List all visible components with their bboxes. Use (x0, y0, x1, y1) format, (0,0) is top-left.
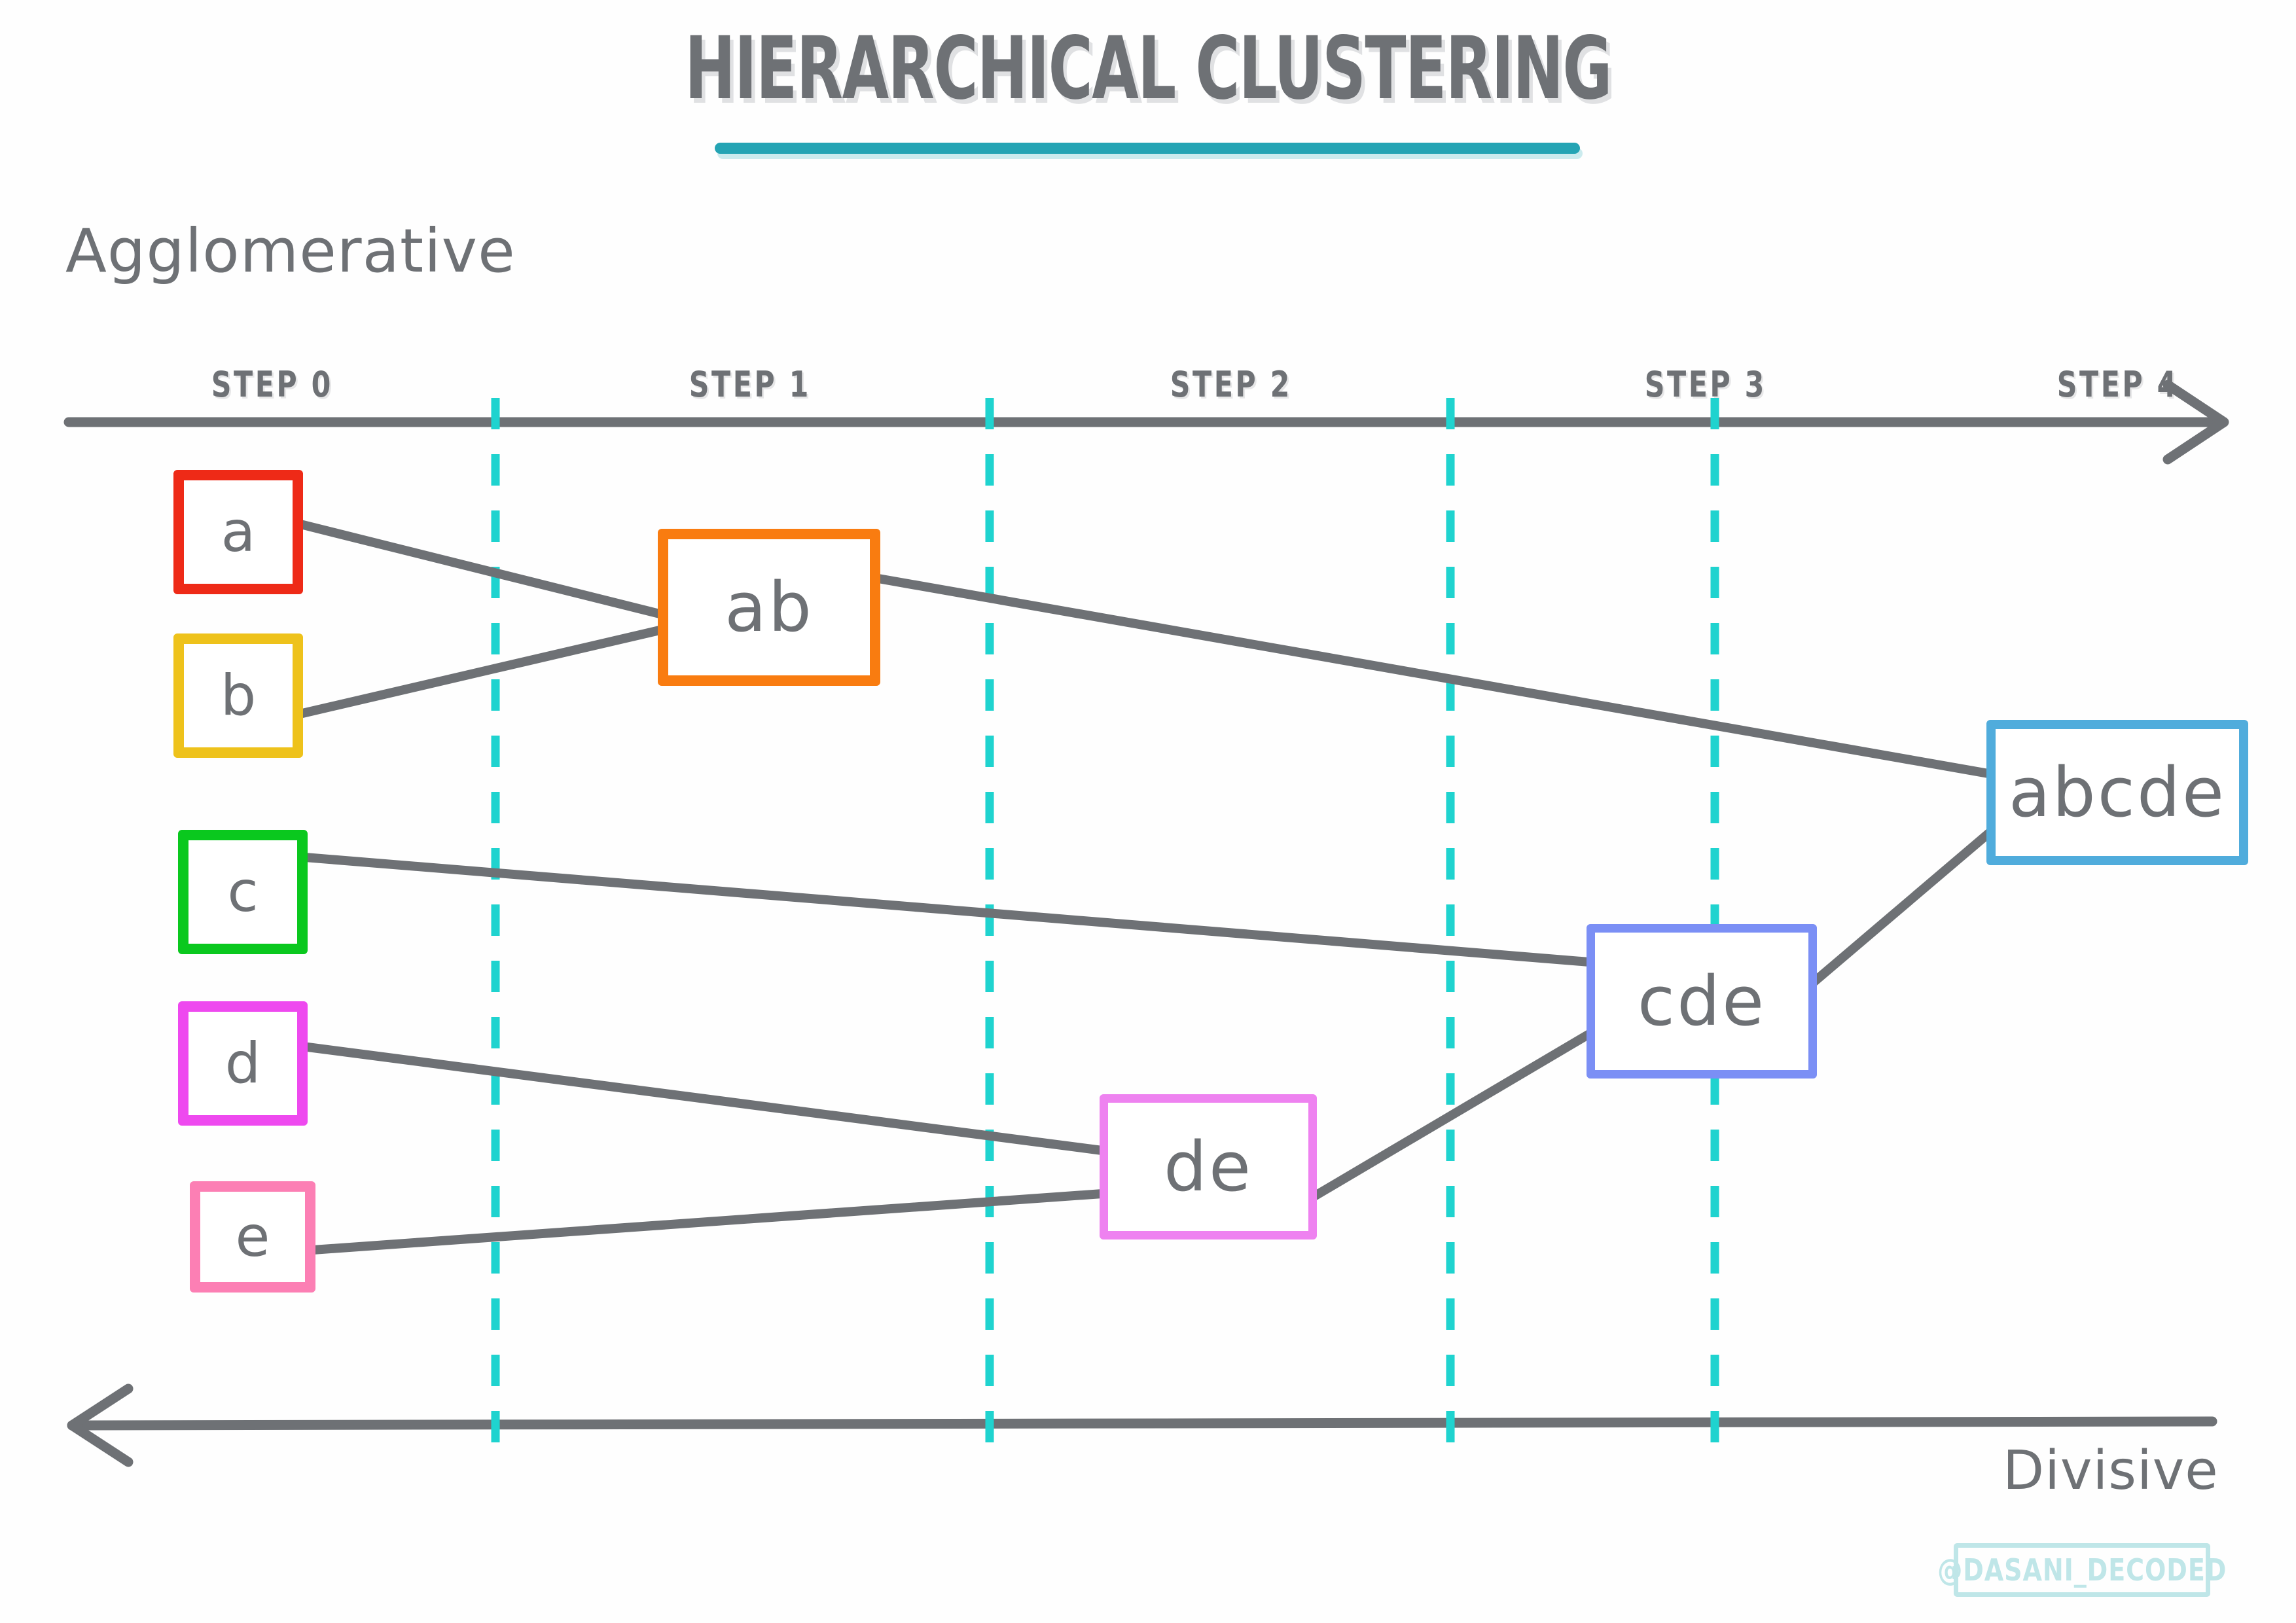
node-cde-label: cde (1637, 961, 1767, 1041)
link-e-de (308, 1189, 1107, 1255)
step-label-0: STEP 0 (211, 364, 333, 405)
link-cde-abcde (1810, 828, 1994, 986)
node-e[interactable]: e (190, 1181, 315, 1293)
bottom-axis-line (67, 1416, 2217, 1431)
node-b-label: b (220, 663, 257, 728)
link-a-ab (293, 519, 664, 618)
node-de[interactable]: de (1100, 1094, 1317, 1240)
link-ab-abcde (874, 574, 1993, 778)
axes-group (63, 380, 2229, 1467)
node-ab-label: ab (725, 567, 814, 647)
node-a-label: a (221, 499, 256, 565)
divisive-label: Divisive (2003, 1440, 2219, 1502)
agglomerative-label: Agglomerative (65, 216, 516, 286)
node-de-label: de (1164, 1127, 1253, 1207)
link-de-cde (1310, 1029, 1594, 1201)
link-c-cde (300, 853, 1594, 967)
node-d[interactable]: d (178, 1001, 308, 1126)
step-label-3: STEP 3 (1644, 364, 1767, 405)
node-ab[interactable]: ab (658, 529, 880, 686)
bottom-axis-arrow-icon (67, 1383, 134, 1467)
node-c-label: c (227, 859, 259, 925)
step-label-2: STEP 2 (1170, 364, 1292, 405)
node-abcde-label: abcde (2009, 753, 2226, 832)
title-underline (715, 143, 1580, 154)
node-abcde[interactable]: abcde (1986, 720, 2248, 865)
link-d-de (303, 1043, 1107, 1155)
node-b[interactable]: b (173, 633, 303, 758)
step-label-4: STEP 4 (2056, 364, 2179, 405)
node-cde[interactable]: cde (1587, 924, 1817, 1079)
link-b-ab (298, 626, 664, 718)
node-a[interactable]: a (173, 470, 303, 594)
step-label-1: STEP 1 (689, 364, 811, 405)
node-d-label: d (224, 1031, 261, 1096)
page-title: HIERARCHICAL CLUSTERING (685, 18, 1612, 119)
watermark: @DASANI_DECODED (1937, 1543, 2226, 1597)
node-e-label: e (235, 1204, 270, 1270)
watermark-text: @DASANI_DECODED (1937, 1552, 2227, 1588)
node-c[interactable]: c (178, 830, 308, 954)
